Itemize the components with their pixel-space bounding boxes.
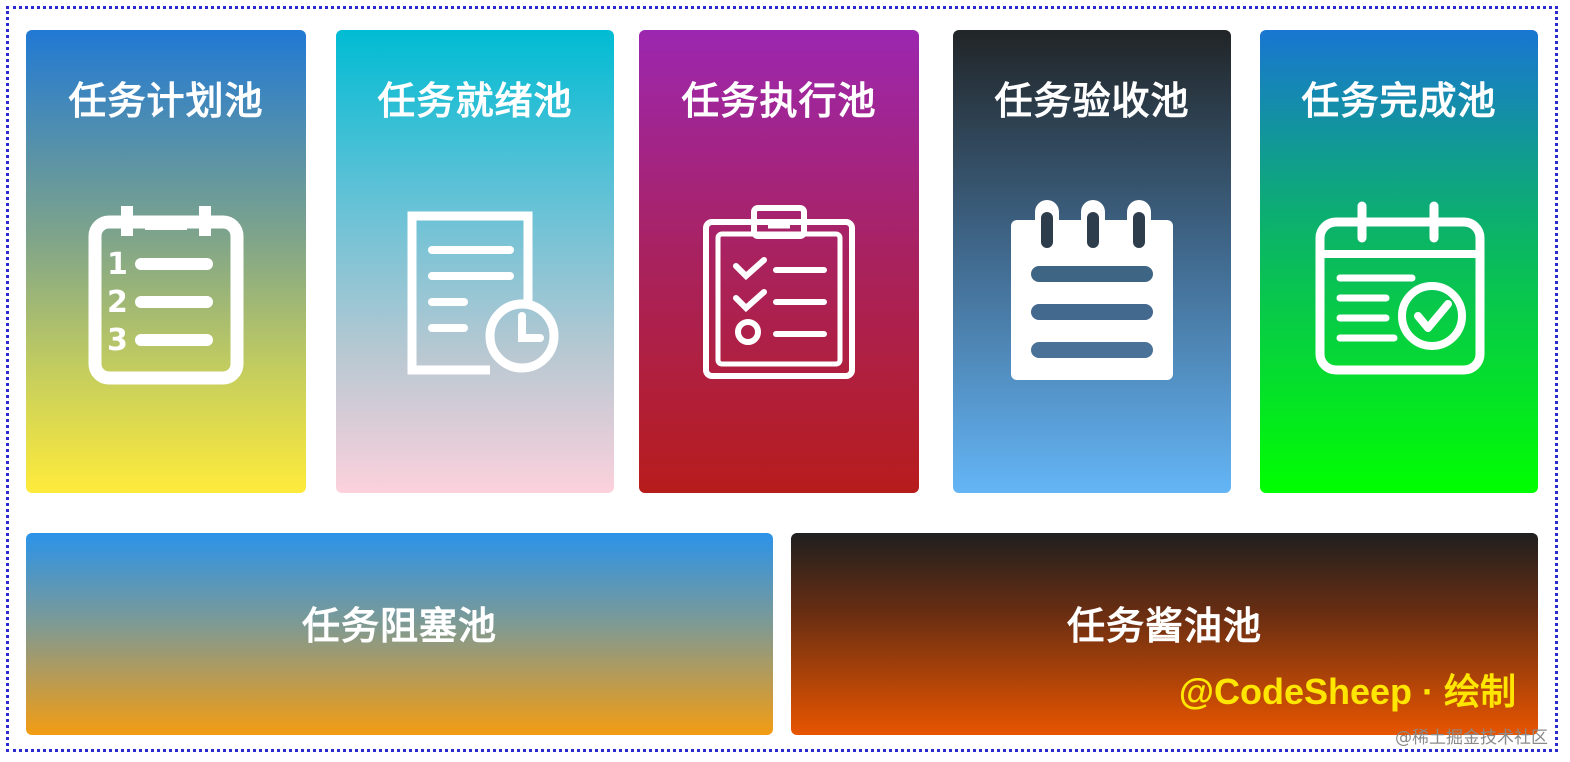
accept-pool-title: 任务验收池 bbox=[994, 79, 1190, 123]
numbered-list-clipboard-icon: 1 2 3 bbox=[88, 206, 244, 385]
blocked-pool-title: 任务阻塞池 bbox=[301, 604, 497, 648]
svg-text:3: 3 bbox=[107, 323, 128, 358]
svg-text:2: 2 bbox=[107, 285, 128, 320]
svg-text:1: 1 bbox=[107, 247, 128, 282]
done-pool-card: 任务完成池 bbox=[1260, 30, 1538, 493]
plan-pool-card: 任务计划池 1 2 3 bbox=[26, 30, 306, 493]
author-signature: @CodeSheep · 绘制 bbox=[1178, 671, 1516, 712]
watermark: @稀土掘金技术社区 bbox=[1395, 728, 1548, 748]
idle-pool-title: 任务酱油池 bbox=[1066, 604, 1262, 648]
dotted-frame bbox=[6, 6, 1558, 752]
plan-pool-title: 任务计划池 bbox=[68, 79, 264, 123]
ready-pool-title: 任务就绪池 bbox=[377, 79, 573, 123]
checklist-clipboard-icon bbox=[703, 205, 855, 379]
ready-pool-card: 任务就绪池 bbox=[336, 30, 614, 493]
document-clock-icon bbox=[407, 211, 559, 375]
accept-pool-card: 任务验收池 bbox=[953, 30, 1231, 493]
idle-pool-card: 任务酱油池 @CodeSheep · 绘制 bbox=[791, 533, 1538, 735]
done-pool-title: 任务完成池 bbox=[1301, 79, 1497, 123]
exec-pool-title: 任务执行池 bbox=[681, 79, 877, 123]
blocked-pool-card: 任务阻塞池 bbox=[26, 533, 773, 735]
exec-pool-card: 任务执行池 bbox=[639, 30, 919, 493]
notepad-icon bbox=[1011, 200, 1173, 380]
calendar-check-icon bbox=[1315, 201, 1485, 375]
